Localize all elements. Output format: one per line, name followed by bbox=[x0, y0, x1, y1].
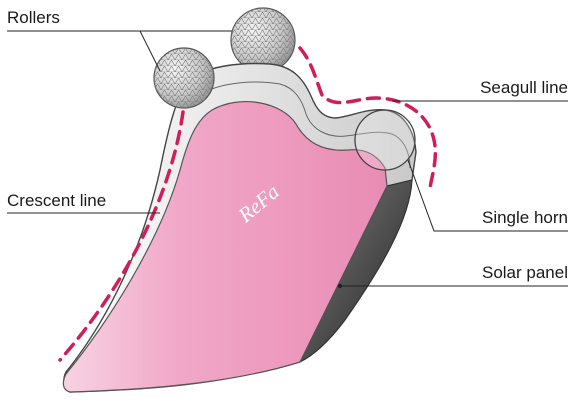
single-horn-outline bbox=[355, 110, 415, 170]
roller-back bbox=[231, 8, 295, 72]
roller-front bbox=[154, 48, 214, 108]
label-rollers: Rollers bbox=[7, 8, 60, 27]
solar-panel-marker bbox=[338, 284, 342, 288]
label-seagull-line: Seagull line bbox=[480, 78, 568, 97]
label-solar-panel: Solar panel bbox=[482, 263, 568, 282]
label-single-horn: Single horn bbox=[482, 208, 568, 227]
label-crescent-line: Crescent line bbox=[7, 191, 106, 210]
